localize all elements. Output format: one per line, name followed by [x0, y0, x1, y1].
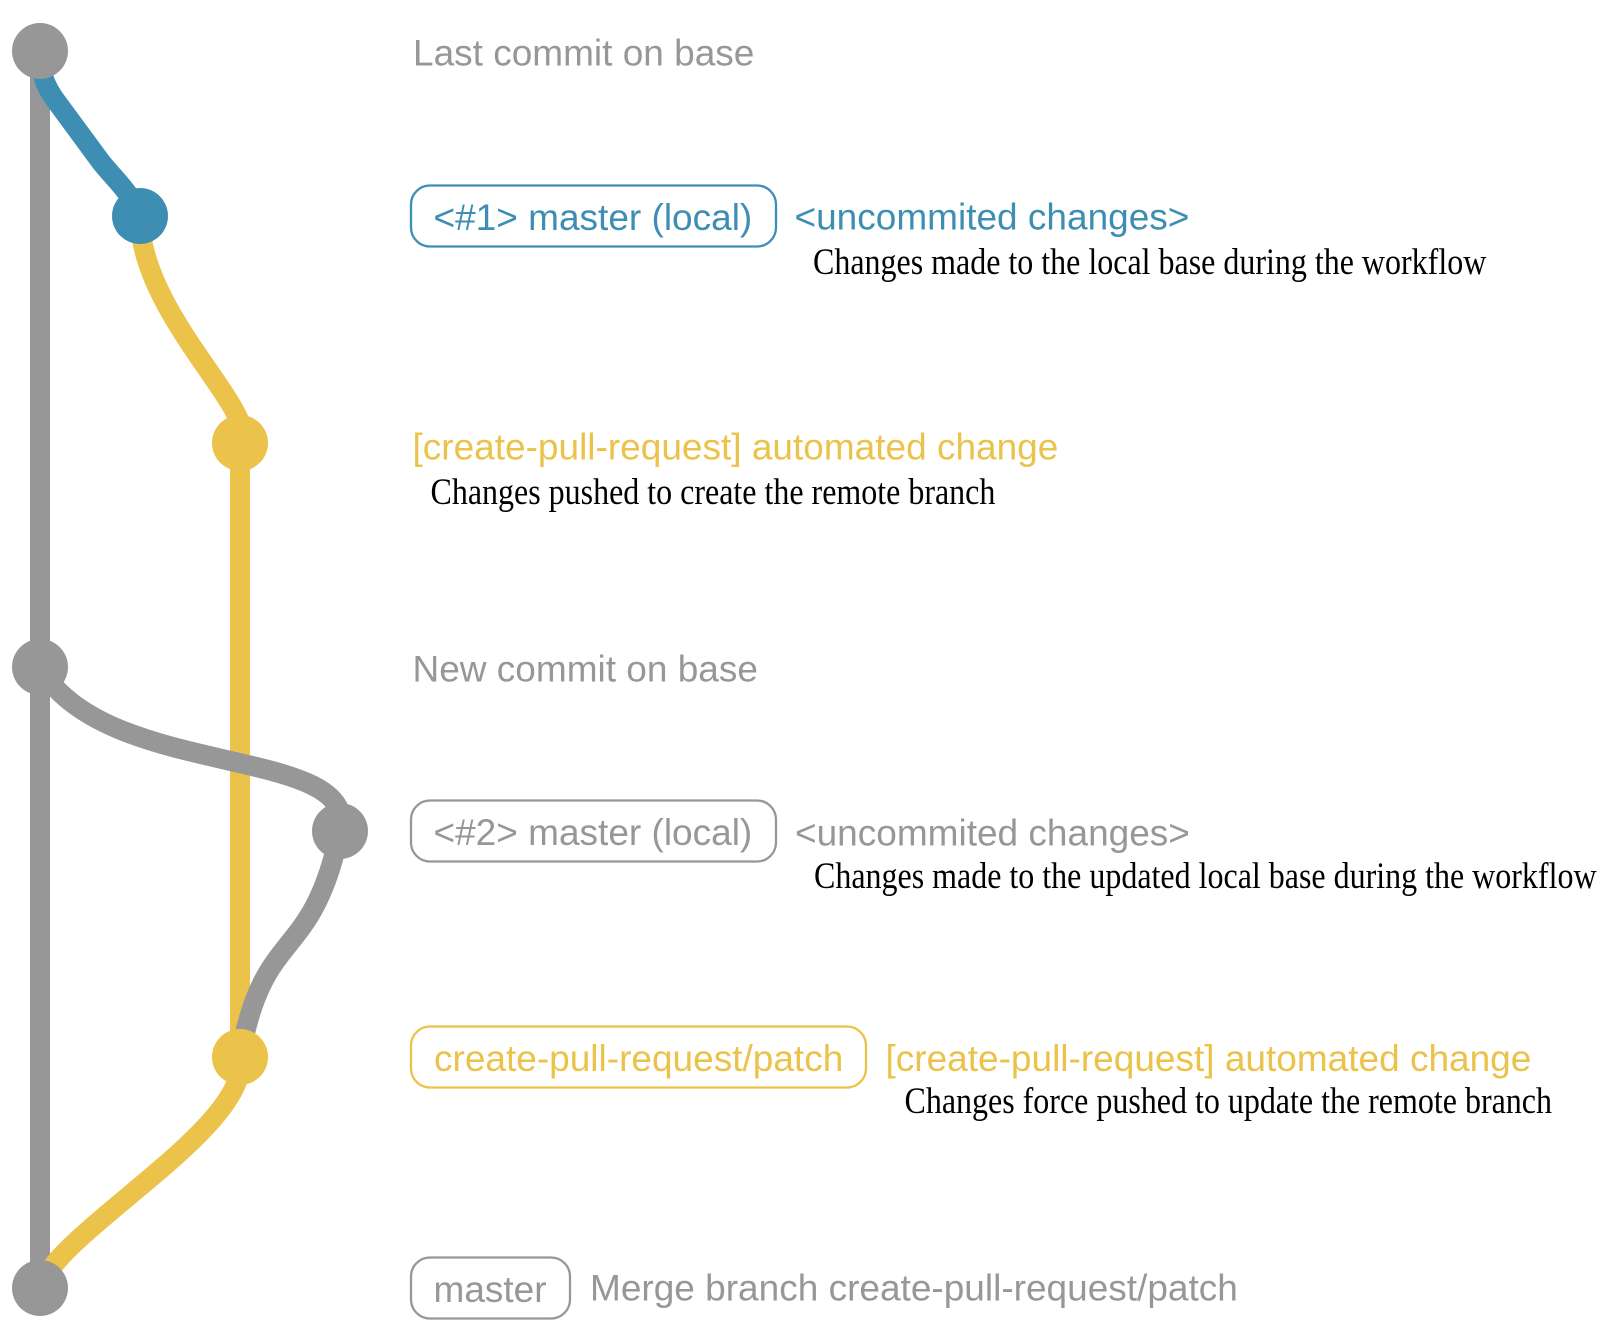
svg-text:<uncommited changes>: <uncommited changes>	[795, 197, 1190, 238]
svg-text:Merge branch create-pull-reque: Merge branch create-pull-request/patch	[590, 1268, 1238, 1309]
svg-text:Changes force pushed to update: Changes force pushed to update the remot…	[905, 1081, 1552, 1122]
svg-text:master: master	[434, 1269, 547, 1310]
svg-text:Changes made to the local base: Changes made to the local base during th…	[813, 242, 1486, 283]
svg-text:Last commit on base: Last commit on base	[413, 33, 754, 74]
svg-text:<#2> master (local): <#2> master (local)	[434, 812, 753, 853]
svg-text:create-pull-request/patch: create-pull-request/patch	[434, 1038, 843, 1079]
svg-text:Changes pushed to create the r: Changes pushed to create the remote bran…	[431, 472, 996, 513]
svg-text:Changes made to the updated lo: Changes made to the updated local base d…	[814, 856, 1597, 897]
svg-text:New commit on base: New commit on base	[413, 649, 758, 690]
svg-text:<#1> master (local): <#1> master (local)	[434, 197, 753, 238]
svg-text:<uncommited changes>: <uncommited changes>	[795, 813, 1190, 854]
svg-text:[create-pull-request] automate: [create-pull-request] automated change	[413, 427, 1059, 468]
svg-text:[create-pull-request] automate: [create-pull-request] automated change	[886, 1038, 1532, 1079]
